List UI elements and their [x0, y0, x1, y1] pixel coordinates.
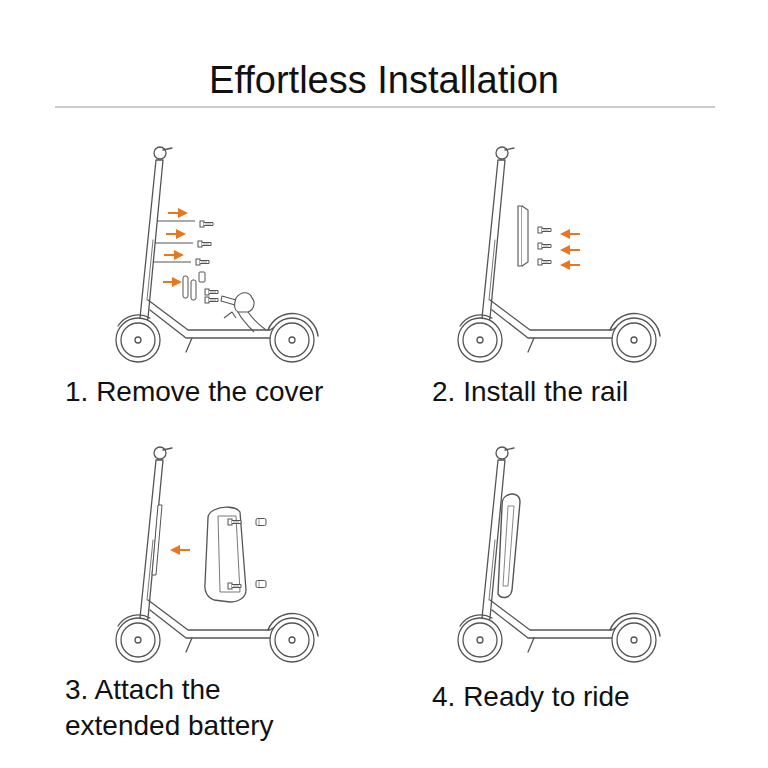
step-caption: 1. Remove the cover — [65, 374, 395, 410]
step-four-figure — [458, 447, 660, 662]
step-one-figure — [116, 147, 318, 362]
step-caption: 4. Ready to ride — [432, 679, 752, 715]
step-caption: 2. Install the rail — [432, 374, 752, 410]
step-two-figure — [458, 147, 660, 362]
step-three-figure — [116, 447, 318, 662]
page-title: Effortless Installation — [0, 58, 768, 104]
header-rule — [55, 107, 715, 108]
step-caption: 3. Attach the extended battery — [65, 672, 325, 744]
